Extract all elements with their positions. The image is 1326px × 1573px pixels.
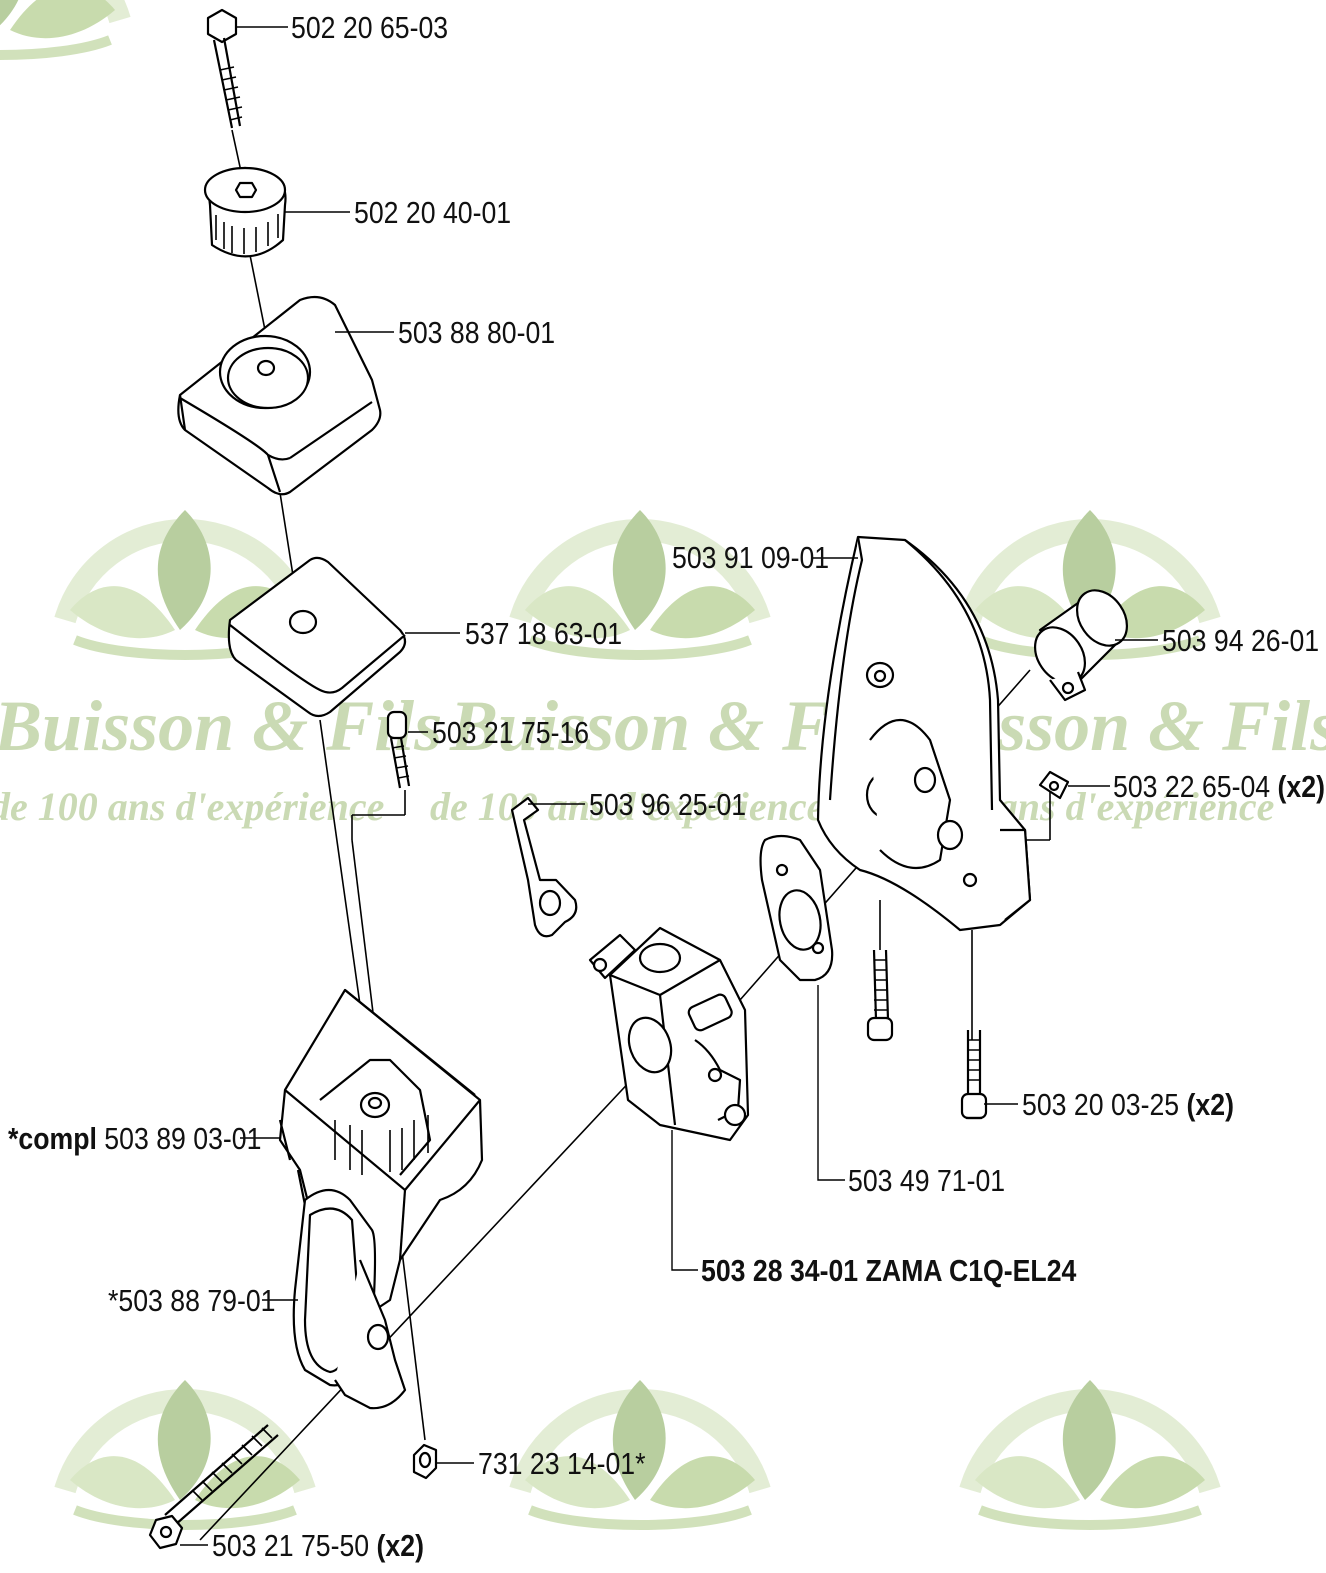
part-number: 731 23 14-01* — [478, 1446, 646, 1481]
watermark-logo — [65, 1380, 305, 1525]
part-number: 537 18 63-01 — [465, 616, 623, 651]
part-nut-hex[interactable] — [412, 1443, 438, 1480]
label-nut-square[interactable]: 503 22 65-04 (x2) — [1113, 771, 1325, 802]
part-bolt-top[interactable] — [206, 8, 243, 129]
label-screw-long[interactable]: 503 20 03-25 (x2) — [1022, 1089, 1234, 1120]
label-filter-cover[interactable]: 503 88 80-01 — [398, 317, 555, 348]
part-bolt-long[interactable] — [148, 1424, 279, 1550]
part-sleeve[interactable] — [1025, 581, 1137, 702]
part-number: 502 20 40-01 — [354, 195, 512, 230]
label-air-filter[interactable]: 537 18 63-01 — [465, 618, 622, 649]
part-nut-square[interactable] — [1038, 770, 1070, 800]
watermark-tagline-text: de 100 ans d'expérience — [0, 784, 384, 829]
part-filter-cover[interactable] — [177, 295, 382, 496]
label-bolt-top[interactable]: 502 20 65-03 — [291, 12, 448, 43]
part-carburetor[interactable] — [588, 926, 750, 1142]
leader-lines — [180, 26, 1158, 1546]
part-number: 503 88 80-01 — [398, 315, 556, 350]
part-number: 503 89 03-01 — [104, 1121, 262, 1156]
label-screw-small[interactable]: 503 21 75-16 — [432, 717, 589, 748]
label-choke-button[interactable]: *503 88 79-01 — [108, 1285, 276, 1316]
part-number: 503 20 03-25 — [1022, 1087, 1180, 1122]
label-link[interactable]: 503 96 25-01 — [589, 789, 746, 820]
part-number: 503 91 09-01 — [672, 540, 830, 575]
part-gasket[interactable] — [759, 834, 834, 982]
part-number: 503 49 71-01 — [848, 1163, 1006, 1198]
part-knob[interactable] — [203, 166, 287, 258]
label-filter-housing[interactable]: *compl 503 89 03-01 — [8, 1123, 261, 1154]
watermark-brand-text: Buisson & Fils — [0, 686, 442, 766]
part-number: *503 88 79-01 — [108, 1283, 276, 1318]
part-number: 502 20 65-03 — [291, 10, 449, 45]
compl-prefix: *compl — [8, 1121, 97, 1156]
label-intake[interactable]: 503 91 09-01 — [672, 542, 829, 573]
part-screw-long-right[interactable] — [866, 949, 988, 1120]
label-carburetor[interactable]: 503 28 34-01 ZAMA C1Q-EL24 — [701, 1255, 1076, 1286]
part-air-filter[interactable] — [227, 556, 407, 718]
part-number: 503 96 25-01 — [589, 787, 747, 822]
part-number: 503 28 34-01 ZAMA C1Q-EL24 — [701, 1253, 1077, 1288]
watermark-logo — [970, 1380, 1210, 1525]
part-choke-button[interactable] — [292, 1188, 407, 1410]
part-link[interactable] — [510, 796, 578, 938]
watermark: Buisson & Fils Buisson & Fils Buisson & … — [0, 0, 1326, 1525]
quantity-badge: (x2) — [1186, 1087, 1234, 1122]
part-screw-small[interactable] — [386, 710, 411, 789]
label-bolt-long[interactable]: 503 21 75-50 (x2) — [212, 1530, 424, 1561]
quantity-badge: (x2) — [376, 1528, 424, 1563]
part-number: 503 21 75-16 — [432, 715, 590, 750]
label-nut-hex[interactable]: 731 23 14-01* — [478, 1448, 646, 1479]
part-number: 503 21 75-50 — [212, 1528, 370, 1563]
label-sleeve[interactable]: 503 94 26-01 — [1162, 625, 1319, 656]
part-intake[interactable] — [816, 535, 1032, 932]
part-number: 503 22 65-04 — [1113, 769, 1271, 804]
watermark-tagline-text: de 100 ans d'expérience — [430, 784, 824, 829]
watermark-brand: Buisson & Fils Buisson & Fils Buisson & … — [0, 686, 1326, 829]
watermark-logo — [0, 0, 131, 60]
quantity-badge: (x2) — [1277, 769, 1325, 804]
label-gasket[interactable]: 503 49 71-01 — [848, 1165, 1005, 1196]
label-knob[interactable]: 502 20 40-01 — [354, 197, 511, 228]
part-number: 503 94 26-01 — [1162, 623, 1320, 658]
